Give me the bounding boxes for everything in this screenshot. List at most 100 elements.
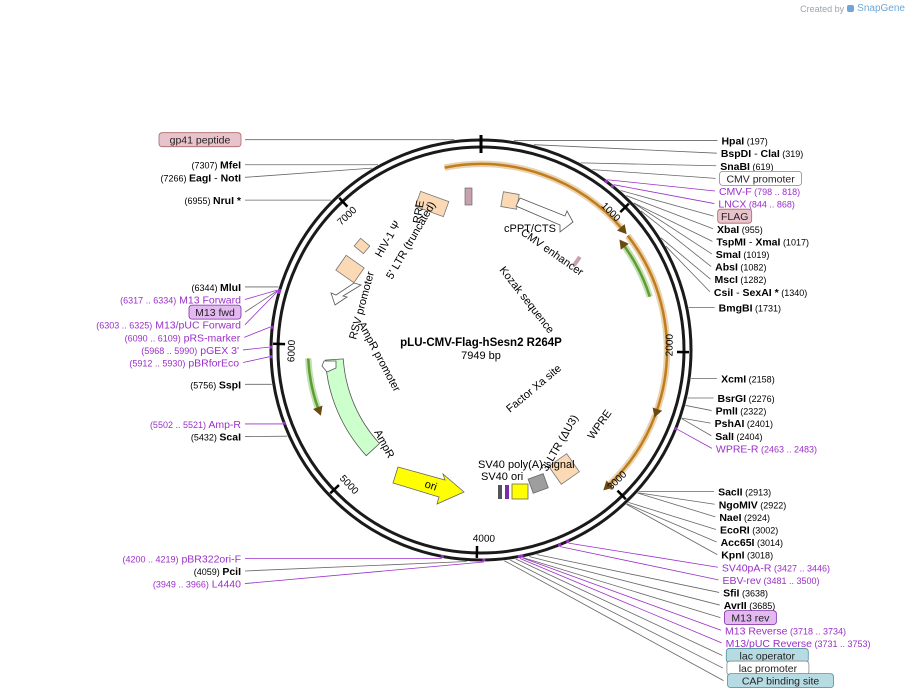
svg-text:EBV-rev (3481 .. 3500): EBV-rev (3481 .. 3500) <box>722 575 819 587</box>
enzyme-name: KpnI <box>721 550 744 562</box>
enzyme-label[interactable]: XbaI (955) <box>717 224 763 236</box>
primer-label[interactable]: CMV-F (798 .. 818) <box>719 186 800 198</box>
enzyme-label[interactable]: HpaI (197) <box>721 136 767 148</box>
boxed-label[interactable]: FLAG <box>717 208 753 224</box>
enzyme-name: SalI <box>715 431 734 443</box>
primer-site-mark <box>482 558 486 562</box>
primer-label[interactable]: (5912 .. 5930) pBRforEco <box>129 358 239 370</box>
enzyme-label[interactable]: (7307) MfeI <box>191 160 241 172</box>
svg-text:(7307) MfeI: (7307) MfeI <box>191 160 241 172</box>
enzyme-label[interactable]: BsrGI (2276) <box>718 393 775 405</box>
primer-range: (6303 .. 6325) <box>96 321 152 331</box>
enzyme-label[interactable]: AvrII (3685) <box>724 600 776 612</box>
primer-label[interactable]: M13/pUC Reverse (3731 .. 3753) <box>726 638 871 650</box>
ltr5-feature <box>335 254 365 284</box>
enzyme-pos: (3018) <box>745 551 774 561</box>
enzyme-label[interactable]: SacII (2913) <box>718 487 771 499</box>
enzyme-label[interactable]: NaeI (2924) <box>719 512 770 524</box>
boxed-label-text: lac operator <box>740 650 796 662</box>
primer-leader-line <box>613 184 715 204</box>
boxed-label[interactable]: lac operator <box>725 648 809 663</box>
rsv-promoter-feature <box>330 282 362 306</box>
enzyme-label[interactable]: PshAI (2401) <box>715 418 773 430</box>
hiv-psi-feature <box>353 237 371 255</box>
enzyme-name: TspMI <box>716 236 746 248</box>
primer-label[interactable]: SV40pA-R (3427 .. 3446) <box>722 562 830 574</box>
inner-label-factor-xa: Factor Xa site <box>504 362 564 415</box>
enzyme-leader-line <box>681 417 711 424</box>
enzyme-label[interactable]: Acc65I (3014) <box>721 537 783 549</box>
enzyme-label[interactable]: EcoRI (3002) <box>720 524 778 536</box>
enzyme-name: BsrGI <box>718 393 747 405</box>
enzyme-label[interactable]: (5756) SspI <box>190 379 241 391</box>
enzyme-name: BspDI <box>721 148 751 160</box>
enzyme-leader-line <box>626 503 717 543</box>
ring-tick <box>329 484 340 495</box>
primer-label[interactable]: (3949 .. 3966) L4440 <box>153 579 241 591</box>
primer-label[interactable]: EBV-rev (3481 .. 3500) <box>722 575 819 587</box>
primer-leader-line <box>677 429 713 449</box>
feature-layer <box>304 160 671 505</box>
enzyme-label[interactable]: XcmI (2158) <box>721 374 775 386</box>
primer-label[interactable]: (6317 .. 6334) M13 Forward <box>120 295 241 307</box>
enzyme-pos: (2924) <box>742 513 771 523</box>
enzyme-label[interactable]: (6955) NruI * <box>184 195 241 207</box>
enzyme-label[interactable]: SnaBI (619) <box>720 161 773 173</box>
enzyme-label[interactable]: BspDI - ClaI (319) <box>721 148 803 160</box>
boxed-leader-line <box>515 558 723 656</box>
enzyme-label[interactable]: SmaI (1019) <box>716 249 770 261</box>
svg-text:SalI (2404): SalI (2404) <box>715 431 762 443</box>
primer-site-mark <box>610 184 614 188</box>
boxed-label[interactable]: CMV promoter <box>719 170 802 186</box>
primer-label[interactable]: (6303 .. 6325) M13/pUC Forward <box>96 320 241 332</box>
primer-label[interactable]: M13 Reverse (3718 .. 3734) <box>725 625 846 637</box>
primer-range: (3949 .. 3966) <box>153 580 209 590</box>
lac-block <box>498 485 502 499</box>
plasmid-name: pLU-CMV-Flag-hSesn2 R264P <box>400 337 562 349</box>
enzyme-pos: (2913) <box>743 488 772 498</box>
enzyme-label[interactable]: PmlI (2322) <box>716 406 767 418</box>
boxed-label-frame <box>727 673 834 689</box>
ring-tick <box>616 489 627 501</box>
primer-site-mark <box>282 421 286 425</box>
enzyme-name: SacII <box>718 487 743 499</box>
primer-label[interactable]: (5502 .. 5521) Amp-R <box>150 419 241 431</box>
enzyme-label[interactable]: MscI (1282) <box>715 274 767 286</box>
boxed-label[interactable]: gp41 peptide <box>158 132 242 148</box>
svg-text:XcmI (2158): XcmI (2158) <box>721 374 775 386</box>
enzyme-name: CsiI <box>714 287 733 299</box>
enzyme-label[interactable]: SalI (2404) <box>715 431 762 443</box>
enzyme-label[interactable]: (7266) EagI - NotI <box>161 172 242 184</box>
svg-text:BspDI - ClaI (319): BspDI - ClaI (319) <box>721 148 803 160</box>
boxed-label[interactable]: M13 fwd <box>188 304 242 320</box>
primer-label[interactable]: (6090 .. 6109) pRS-marker <box>125 332 241 344</box>
primer-label[interactable]: (5968 .. 5990) pGEX 3' <box>141 345 239 357</box>
enzyme-label[interactable]: CsiI - SexAI * (1340) <box>714 287 807 299</box>
primer-label[interactable]: LNCX (844 .. 868) <box>718 199 795 211</box>
enzyme-label[interactable]: (5432) ScaI <box>191 432 241 444</box>
inner-label-rre: RRE <box>411 200 427 225</box>
enzyme-name: MfeI <box>220 160 241 172</box>
enzyme-label[interactable]: KpnI (3018) <box>721 550 773 562</box>
boxed-label[interactable]: lac promoter <box>726 660 810 676</box>
enzyme-label[interactable]: (6344) MluI <box>191 282 241 294</box>
sv40-polya-feature <box>511 483 529 500</box>
boxed-label[interactable]: CAP binding site <box>727 673 834 689</box>
enzyme-leader-line <box>536 554 720 593</box>
inner-label-layer: pLU-CMV-Flag-hSesn2 R264P 7949 bp RREcPP… <box>347 200 614 494</box>
enzyme-pos: (5756) <box>190 380 219 390</box>
enzyme-label[interactable]: TspMI - XmaI (1017) <box>716 236 809 248</box>
enzyme-label[interactable]: AbsI (1082) <box>715 262 766 274</box>
enzyme-name: SspI <box>219 379 241 391</box>
enzyme-label[interactable]: (4059) PciI <box>194 566 241 578</box>
enzyme-label[interactable]: SfiI (3638) <box>723 587 768 599</box>
enzyme-leader-line <box>626 503 718 556</box>
primer-label[interactable]: WPRE-R (2463 .. 2483) <box>716 443 817 455</box>
svg-text:M13/pUC Reverse (3731 .. 375: M13/pUC Reverse (3731 .. 3753) <box>726 638 871 650</box>
ori-feature <box>392 466 465 505</box>
boxed-label[interactable]: M13 rev <box>723 610 777 626</box>
primer-label[interactable]: (4200 .. 4219) pBR322ori-F <box>123 553 242 565</box>
enzyme-label[interactable]: NgoMIV (2922) <box>719 499 787 511</box>
enzyme-label[interactable]: BmgBI (1731) <box>719 302 781 314</box>
enzyme-leader-line <box>681 418 712 437</box>
